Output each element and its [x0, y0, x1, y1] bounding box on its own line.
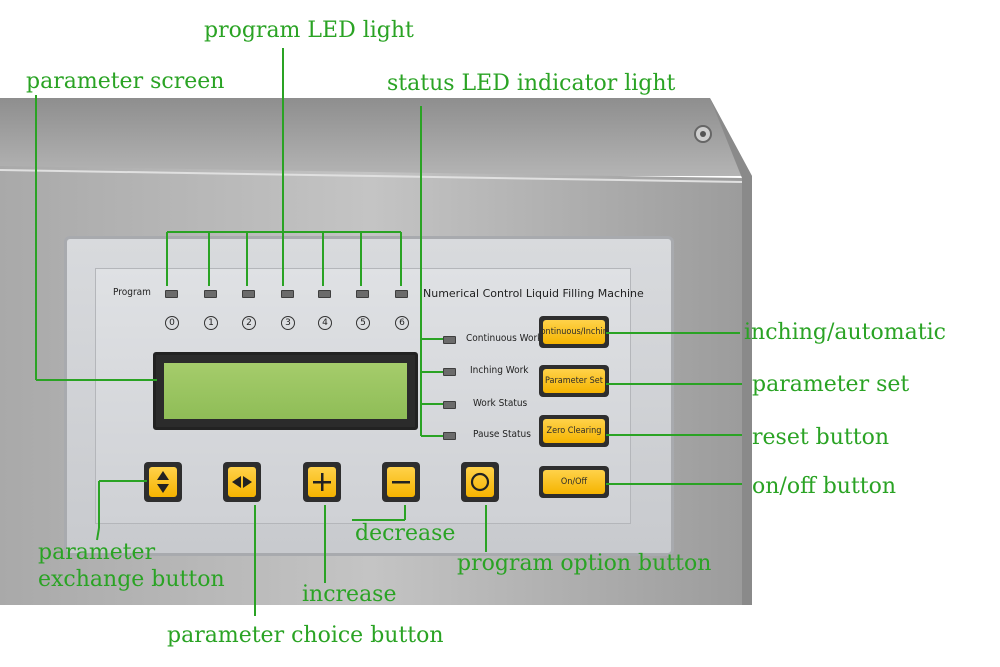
zero-clearing-button-label: Zero Clearing [543, 419, 605, 443]
program-led-2 [242, 290, 255, 298]
callout-status-led: status LED indicator light [387, 71, 676, 96]
program-label: Program [113, 287, 151, 298]
parameter-exchange-button[interactable] [144, 462, 182, 502]
left-right-arrow-icon [232, 476, 252, 488]
program-led-5 [356, 290, 369, 298]
callout-parameter-choice: parameter choice button [167, 623, 444, 648]
status-label-pause: Pause Status [473, 429, 531, 440]
parameter-lcd-screen [153, 352, 418, 430]
status-led-work [443, 401, 456, 409]
callout-program-led: program LED light [204, 18, 414, 43]
callout-parameter-exchange-line1: parameter [38, 540, 156, 565]
program-led-0 [165, 290, 178, 298]
lcd-display [164, 363, 407, 419]
status-label-continuous: Continuous Work [466, 333, 543, 344]
program-number-1: 1 [204, 316, 218, 330]
callout-parameter-exchange-line2: exchange button [38, 567, 225, 592]
circle-icon [470, 472, 490, 492]
status-label-inching: Inching Work [470, 365, 529, 376]
program-number-2: 2 [242, 316, 256, 330]
program-led-3 [281, 290, 294, 298]
continuous-inching-button[interactable]: Continuous/Inching [539, 316, 609, 348]
parameter-set-button[interactable]: Parameter Set [539, 365, 609, 397]
program-led-1 [204, 290, 217, 298]
program-led-4 [318, 290, 331, 298]
callout-parameter-set: parameter set [752, 372, 910, 397]
increase-button[interactable] [303, 462, 341, 502]
program-led-6 [395, 290, 408, 298]
callout-reset-button: reset button [752, 425, 890, 450]
status-led-pause [443, 432, 456, 440]
callout-onoff-button: on/off button [752, 474, 897, 499]
program-number-3: 3 [281, 316, 295, 330]
program-number-4: 4 [318, 316, 332, 330]
parameter-choice-button[interactable] [223, 462, 261, 502]
callout-decrease: decrease [355, 521, 456, 546]
continuous-inching-button-label: Continuous/Inching [543, 320, 605, 344]
decrease-button[interactable] [382, 462, 420, 502]
onoff-button[interactable]: On/Off [539, 466, 609, 498]
machine-title: Numerical Control Liquid Filling Machine [423, 287, 644, 300]
plus-icon [313, 473, 331, 491]
zero-clearing-button[interactable]: Zero Clearing [539, 415, 609, 447]
onoff-button-label: On/Off [543, 470, 605, 494]
status-led-continuous [443, 336, 456, 344]
parameter-set-button-label: Parameter Set [543, 369, 605, 393]
program-option-button[interactable] [461, 462, 499, 502]
minus-icon [392, 481, 410, 484]
callout-inching-automatic: inching/automatic [744, 320, 946, 345]
status-label-work: Work Status [473, 398, 528, 409]
program-number-6: 6 [395, 316, 409, 330]
status-led-inching [443, 368, 456, 376]
callout-parameter-screen: parameter screen [26, 69, 225, 94]
program-number-5: 5 [356, 316, 370, 330]
up-down-arrow-icon [157, 471, 169, 493]
callout-increase: increase [302, 582, 397, 607]
callout-program-option: program option button [457, 551, 712, 576]
program-number-0: 0 [165, 316, 179, 330]
